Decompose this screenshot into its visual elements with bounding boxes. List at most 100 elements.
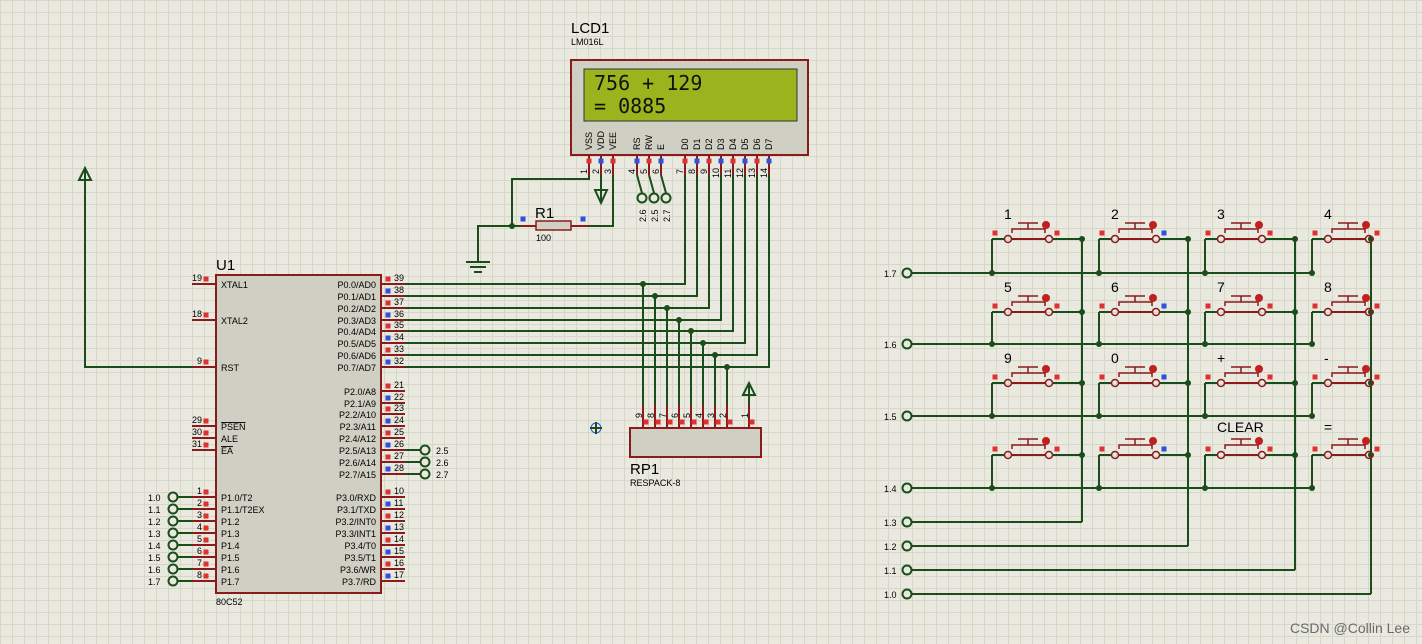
pin-marker bbox=[754, 158, 760, 164]
key-contact bbox=[1003, 307, 1013, 317]
keypad-button[interactable]: 6 bbox=[1099, 279, 1167, 317]
mcu-pin-number: 23 bbox=[394, 403, 404, 413]
pin-marker bbox=[703, 419, 709, 425]
junction-dot bbox=[1079, 380, 1085, 386]
key-contact bbox=[1110, 450, 1120, 460]
terminal[interactable] bbox=[901, 482, 913, 494]
respack-model-label: RESPACK-8 bbox=[630, 478, 680, 488]
terminal[interactable] bbox=[167, 527, 179, 539]
key-actuator bbox=[1118, 222, 1153, 233]
keypad-button[interactable]: 7 bbox=[1205, 279, 1273, 317]
terminal[interactable] bbox=[901, 564, 913, 576]
keypad-col-terminal-label: 1.2 bbox=[884, 542, 897, 552]
lcd-pin-name: VSS bbox=[584, 132, 594, 150]
terminal[interactable] bbox=[901, 588, 913, 600]
reset-power-symbol bbox=[77, 165, 93, 181]
mcu-pin-number: 1 bbox=[197, 486, 202, 496]
keypad-button[interactable]: 2 bbox=[1099, 206, 1167, 244]
terminal[interactable] bbox=[167, 515, 179, 527]
keypad-button[interactable]: 3 bbox=[1205, 206, 1273, 244]
terminal[interactable] bbox=[167, 539, 179, 551]
junction-dot bbox=[1309, 413, 1315, 419]
junction-dot bbox=[989, 270, 995, 276]
keypad-button[interactable] bbox=[992, 437, 1060, 460]
pin-marker bbox=[385, 395, 391, 401]
pin-marker bbox=[385, 300, 391, 306]
keypad-button[interactable]: 1 bbox=[992, 206, 1060, 244]
lcd-pin-name: RW bbox=[644, 135, 654, 150]
junction-dot bbox=[724, 364, 730, 370]
p2-terminal-label: 2.6 bbox=[436, 458, 449, 468]
p0-bus-wire bbox=[405, 175, 746, 344]
mcu-pin-name: P2.3/A11 bbox=[340, 422, 376, 432]
mcu-pin-number: 26 bbox=[394, 439, 404, 449]
pin-marker bbox=[1374, 374, 1380, 380]
pin-marker bbox=[203, 537, 209, 543]
mcu-pin-name: P1.5 bbox=[221, 553, 240, 563]
keypad-button[interactable]: 0 bbox=[1099, 350, 1167, 388]
pin-marker bbox=[1267, 230, 1273, 236]
terminal[interactable] bbox=[419, 444, 431, 456]
pin-marker bbox=[520, 216, 526, 222]
lcd-screen bbox=[583, 68, 798, 122]
mcu-pin-number: 4 bbox=[197, 522, 202, 532]
key-indicator bbox=[1362, 294, 1370, 302]
keypad-button[interactable]: 9 bbox=[992, 350, 1060, 388]
junction-dot bbox=[1202, 270, 1208, 276]
terminal[interactable] bbox=[901, 338, 913, 350]
pin-marker bbox=[1099, 374, 1105, 380]
junction-dot bbox=[1185, 236, 1191, 242]
pin-marker bbox=[385, 335, 391, 341]
pin-marker bbox=[385, 489, 391, 495]
mcu-pin-number: 34 bbox=[394, 332, 404, 342]
pin-marker bbox=[385, 442, 391, 448]
terminal[interactable] bbox=[167, 551, 179, 563]
key-contact bbox=[1323, 234, 1333, 244]
junction-dot bbox=[1309, 341, 1315, 347]
terminal[interactable] bbox=[167, 563, 179, 575]
terminal[interactable] bbox=[901, 410, 913, 422]
pin-marker bbox=[385, 537, 391, 543]
pin-marker bbox=[1054, 303, 1060, 309]
keypad-button[interactable]: + bbox=[1205, 350, 1273, 388]
keypad-button[interactable]: CLEAR bbox=[1205, 419, 1273, 460]
keypad-button[interactable]: 4 bbox=[1312, 206, 1380, 244]
mcu-pin-name: P2.1/A9 bbox=[344, 399, 376, 409]
lcd-pin-number: 14 bbox=[759, 168, 769, 178]
key-indicator bbox=[1149, 365, 1157, 373]
terminal[interactable] bbox=[636, 192, 648, 204]
keypad-button[interactable]: 5 bbox=[992, 279, 1060, 317]
terminal[interactable] bbox=[419, 468, 431, 480]
lcd-ctrl-wire bbox=[648, 174, 655, 194]
lcd-pin-name: D7 bbox=[764, 138, 774, 150]
terminal[interactable] bbox=[660, 192, 672, 204]
lcd-line-2: = 0885 bbox=[594, 94, 666, 118]
keypad-button[interactable]: 8 bbox=[1312, 279, 1380, 317]
terminal[interactable] bbox=[167, 491, 179, 503]
terminal[interactable] bbox=[419, 456, 431, 468]
mcu-pin-name: P0.2/AD2 bbox=[337, 304, 376, 314]
terminal[interactable] bbox=[167, 503, 179, 515]
key-contact bbox=[1216, 450, 1226, 460]
terminal[interactable] bbox=[648, 192, 660, 204]
keypad-button[interactable]: = bbox=[1312, 419, 1380, 460]
pin-marker bbox=[694, 158, 700, 164]
terminal[interactable] bbox=[167, 575, 179, 587]
keypad-button[interactable]: - bbox=[1312, 350, 1380, 388]
mcu-pin-name: P3.4/T0 bbox=[344, 541, 376, 551]
pin-marker bbox=[203, 525, 209, 531]
mcu-pin-name: P2.2/A10 bbox=[339, 410, 376, 420]
key-contact bbox=[1044, 234, 1054, 244]
keypad-button[interactable] bbox=[1099, 437, 1167, 460]
key-indicator bbox=[1042, 221, 1050, 229]
terminal[interactable] bbox=[901, 267, 913, 279]
terminal[interactable] bbox=[901, 516, 913, 528]
terminal[interactable] bbox=[901, 540, 913, 552]
microcontroller-u1[interactable]: U180C5219XTAL118XTAL29RST29PSEN30ALE31EA… bbox=[148, 257, 449, 607]
mcu-pin-number: 29 bbox=[192, 415, 202, 425]
